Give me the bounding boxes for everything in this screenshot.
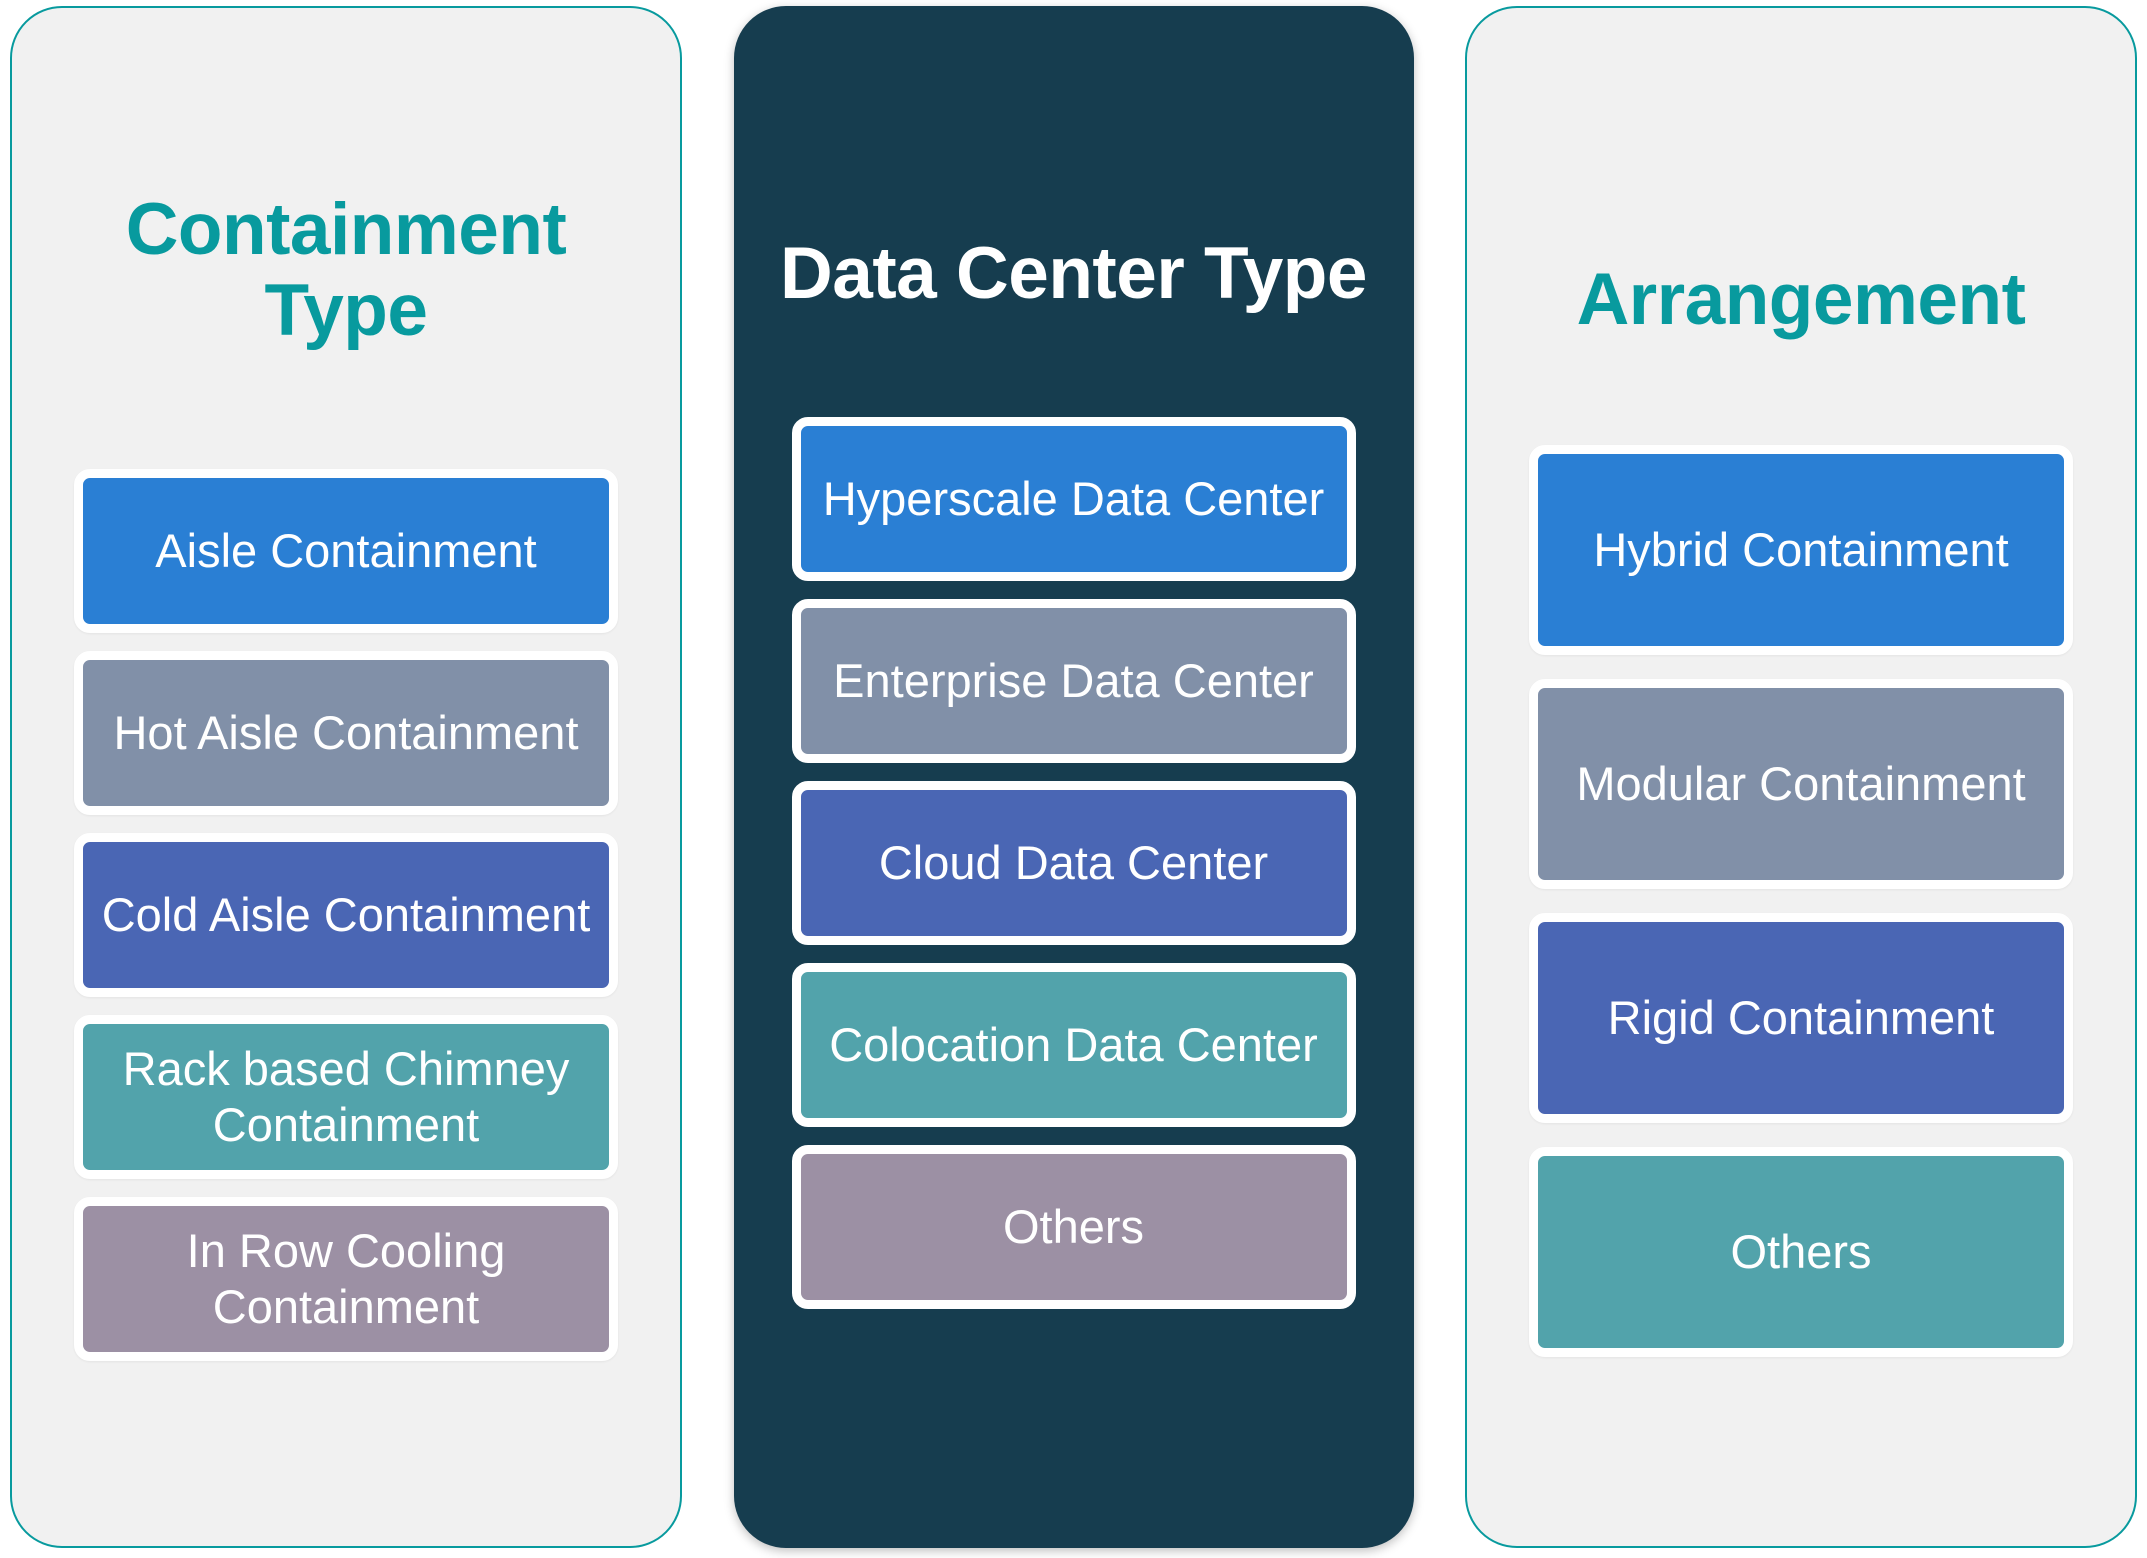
item-others-data-center[interactable]: Others — [791, 1144, 1356, 1309]
item-aisle-containment[interactable]: Aisle Containment — [74, 468, 618, 633]
item-label: Cloud Data Center — [878, 836, 1269, 890]
item-label: Hybrid Containment — [1593, 523, 2009, 577]
item-colocation-data-center[interactable]: Colocation Data Center — [791, 962, 1356, 1127]
column-arrangement: Arrangement Hybrid Containment Modular C… — [1465, 6, 2137, 1548]
item-label: Enterprise Data Center — [833, 654, 1314, 708]
item-label: Hot Aisle Containment — [113, 705, 579, 759]
item-rigid-containment[interactable]: Rigid Containment — [1529, 912, 2073, 1123]
item-label: Colocation Data Center — [829, 1018, 1318, 1072]
item-list-data-center-type: Hyperscale Data Center Enterprise Data C… — [734, 416, 1414, 1327]
column-title-arrangement: Arrangement — [1576, 258, 2026, 340]
item-hybrid-containment[interactable]: Hybrid Containment — [1529, 444, 2073, 655]
item-label: Others — [1730, 1225, 1872, 1279]
item-label: Rack based Chimney Containment — [122, 1042, 570, 1151]
item-hyperscale-data-center[interactable]: Hyperscale Data Center — [791, 416, 1356, 581]
item-label: Aisle Containment — [155, 523, 537, 577]
column-containment-type: Containment Type Aisle Containment Hot A… — [10, 6, 682, 1548]
item-cloud-data-center[interactable]: Cloud Data Center — [791, 780, 1356, 945]
item-label: Modular Containment — [1576, 757, 2026, 811]
item-label: Hyperscale Data Center — [822, 472, 1325, 526]
item-rack-based-chimney-containment[interactable]: Rack based Chimney Containment — [74, 1014, 618, 1179]
item-in-row-cooling-containment[interactable]: In Row Cooling Containment — [74, 1196, 618, 1361]
column-data-center-type: Data Center Type Hyperscale Data Center … — [733, 6, 1414, 1548]
item-label: Others — [1002, 1200, 1145, 1254]
column-title-containment-type: Containment Type — [125, 188, 567, 352]
item-label: Rigid Containment — [1607, 991, 1995, 1045]
item-list-containment-type: Aisle Containment Hot Aisle Containment … — [12, 468, 680, 1379]
item-label: Cold Aisle Containment — [101, 887, 591, 941]
item-enterprise-data-center[interactable]: Enterprise Data Center — [791, 598, 1356, 763]
item-list-arrangement: Hybrid Containment Modular Containment R… — [1467, 444, 2135, 1381]
item-cold-aisle-containment[interactable]: Cold Aisle Containment — [74, 832, 618, 997]
column-title-data-center-type: Data Center Type — [780, 232, 1367, 314]
item-modular-containment[interactable]: Modular Containment — [1529, 678, 2073, 889]
item-others-arrangement[interactable]: Others — [1529, 1146, 2073, 1357]
item-label: In Row Cooling Containment — [186, 1224, 506, 1333]
item-hot-aisle-containment[interactable]: Hot Aisle Containment — [74, 650, 618, 815]
